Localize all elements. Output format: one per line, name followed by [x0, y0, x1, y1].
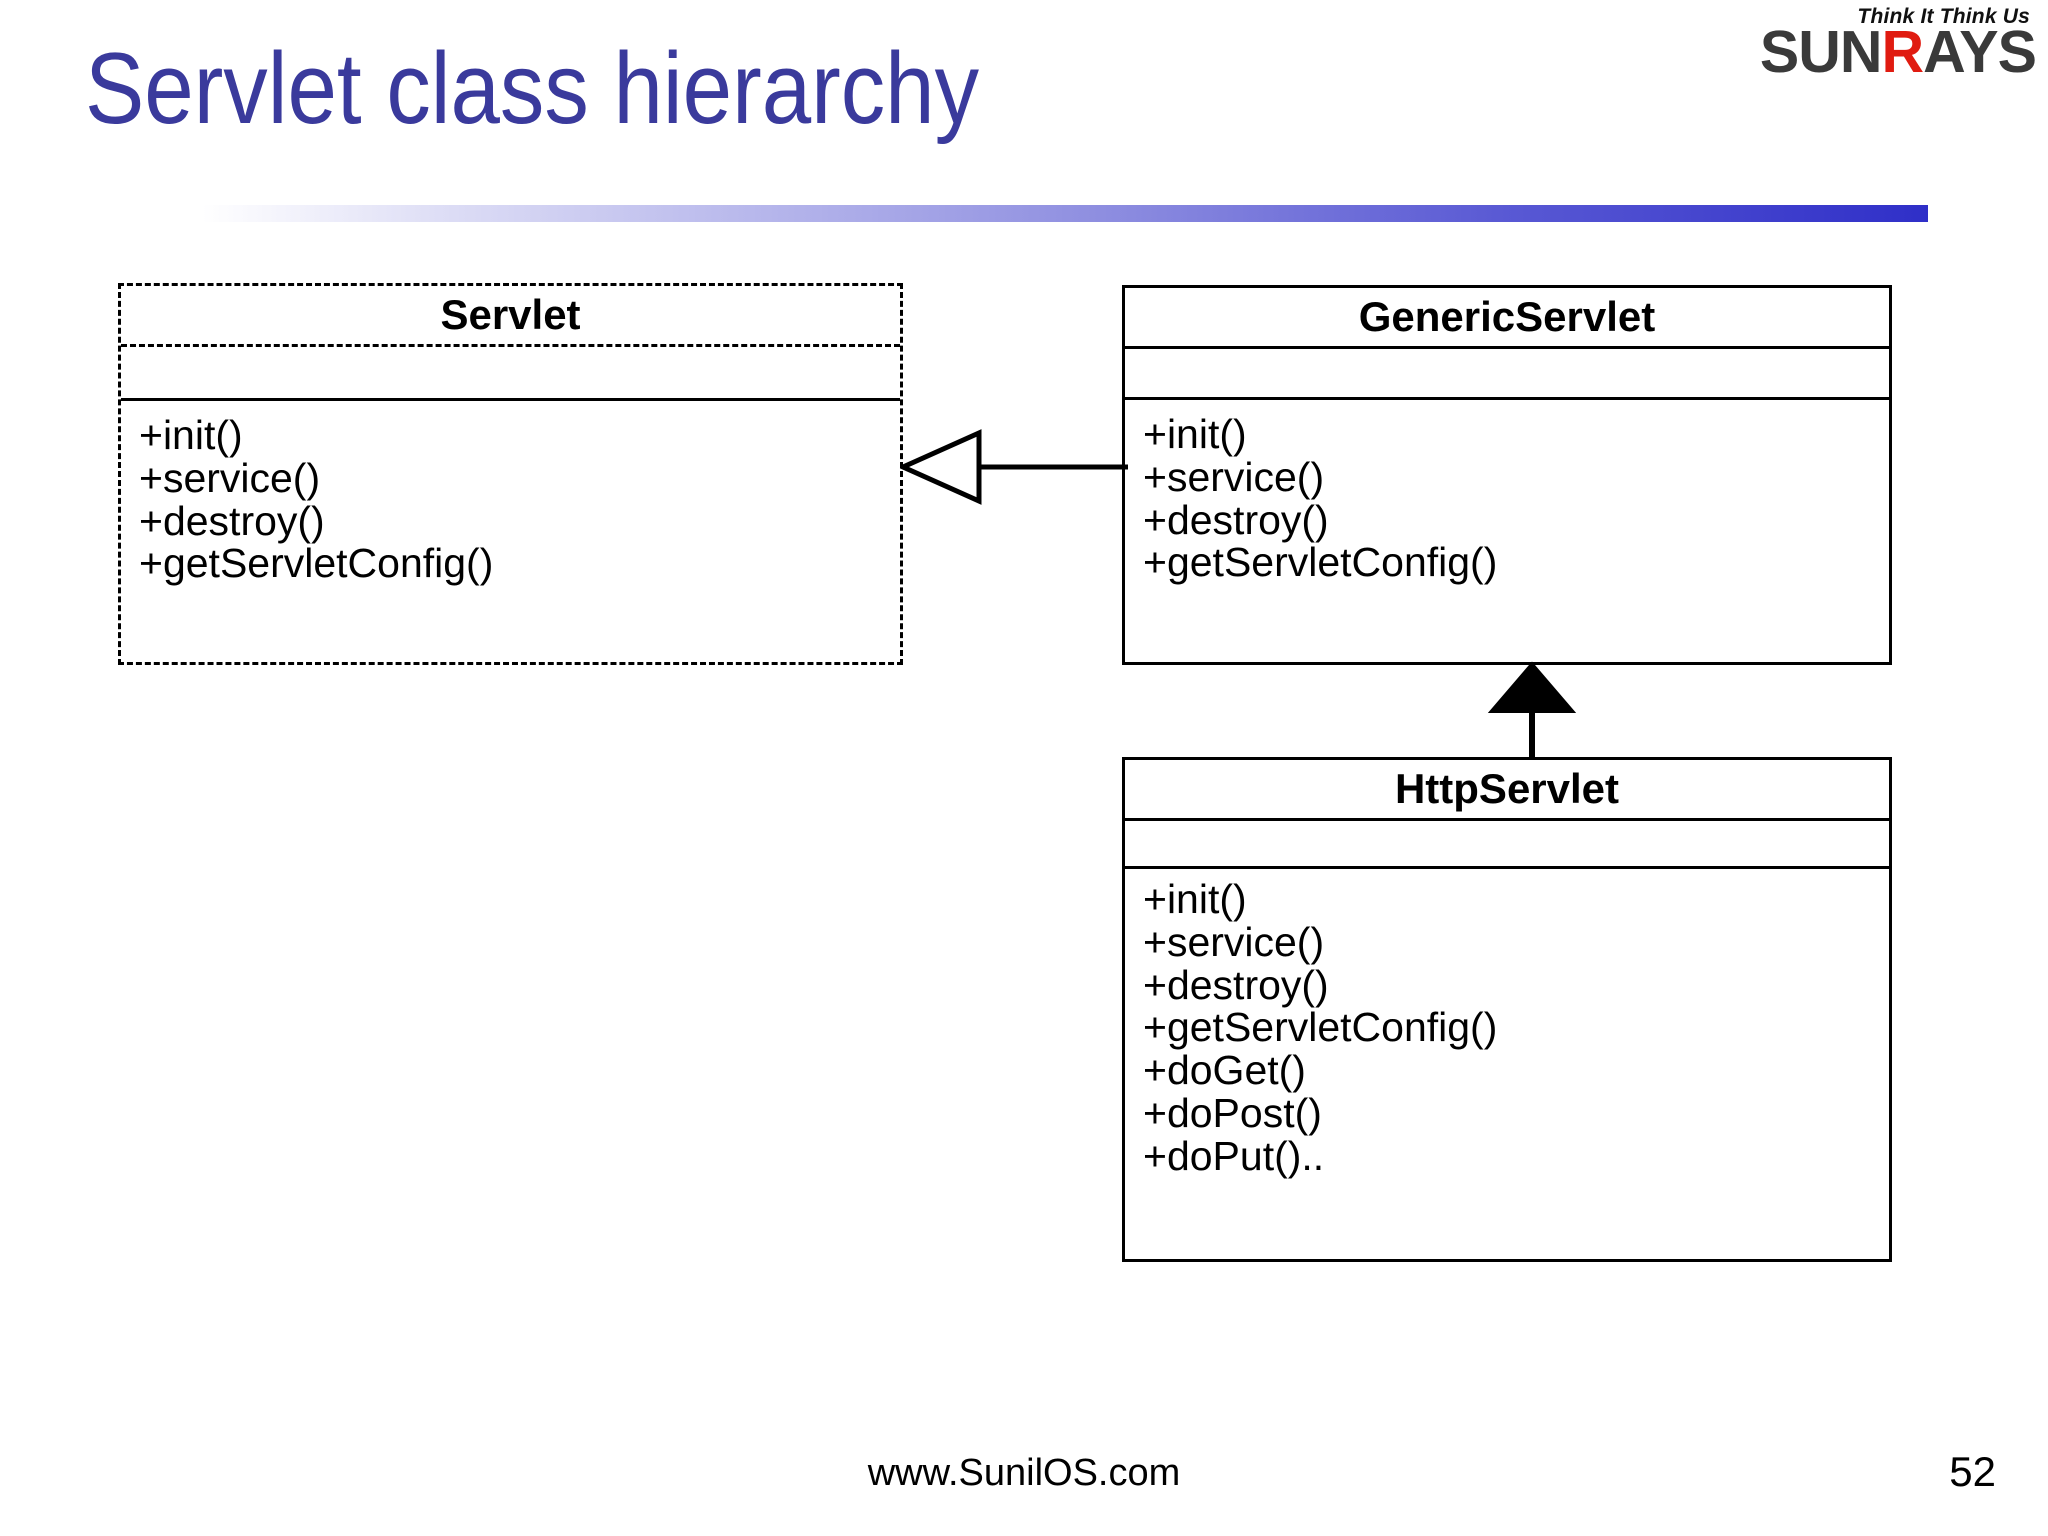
generalization-arrow-httpservlet-to-genericservlet — [1487, 661, 1577, 760]
uml-class-servlet-attributes — [121, 347, 900, 401]
uml-method: +init() — [139, 412, 243, 458]
uml-method: +init() — [1143, 411, 1247, 457]
generalization-arrow-genericservlet-to-servlet — [900, 429, 1128, 505]
uml-method: +getServletConfig() — [139, 540, 494, 587]
brand-logo: Think It Think Us SUNRAYS — [1666, 4, 2037, 86]
uml-method: +service() — [1143, 453, 1325, 500]
footer-url: www.SunilOS.com — [867, 1452, 1181, 1494]
wordmark-part-1: SUN — [1759, 19, 1883, 85]
uml-method: +getServletConfig() — [1143, 539, 1498, 586]
uml-method: +service() — [139, 454, 321, 501]
uml-method: +doPut().. — [1143, 1132, 1325, 1179]
uml-class-httpservlet-methods: +init() +service() +destroy() +getServle… — [1125, 869, 1889, 1179]
uml-class-genericservlet-methods: +init() +service() +destroy() +getServle… — [1125, 400, 1889, 585]
uml-class-genericservlet-attributes — [1125, 349, 1889, 400]
uml-method: +doGet() — [1143, 1047, 1306, 1094]
uml-class-servlet-methods: +init() +service() +destroy() +getServle… — [121, 401, 900, 586]
uml-method: +destroy() — [139, 497, 325, 544]
brand-wordmark: SUNRAYS — [1666, 23, 2037, 82]
uml-class-servlet-title: Servlet — [121, 286, 900, 347]
uml-class-genericservlet: GenericServlet +init() +service() +destr… — [1122, 285, 1892, 665]
wordmark-accent-letter: R — [1881, 19, 1924, 85]
uml-method: +destroy() — [1143, 961, 1329, 1008]
uml-method: +getServletConfig() — [1143, 1004, 1498, 1051]
uml-method: +destroy() — [1143, 496, 1329, 543]
uml-class-servlet: Servlet +init() +service() +destroy() +g… — [118, 283, 903, 665]
uml-method: +doPost() — [1143, 1090, 1322, 1137]
uml-method: +init() — [1143, 876, 1247, 922]
uml-class-genericservlet-title: GenericServlet — [1125, 288, 1889, 349]
title-divider-bar — [130, 205, 1928, 222]
uml-class-httpservlet: HttpServlet +init() +service() +destroy(… — [1122, 757, 1892, 1262]
footer-page-number: 52 — [1949, 1448, 1996, 1495]
brand-tagline: Think It Think Us — [1857, 5, 2030, 28]
uml-class-httpservlet-title: HttpServlet — [1125, 760, 1889, 821]
uml-class-httpservlet-attributes — [1125, 821, 1889, 869]
uml-method: +service() — [1143, 918, 1325, 965]
page-title: Servlet class hierarchy — [85, 33, 980, 145]
wordmark-part-2: AYS — [1923, 19, 2037, 85]
